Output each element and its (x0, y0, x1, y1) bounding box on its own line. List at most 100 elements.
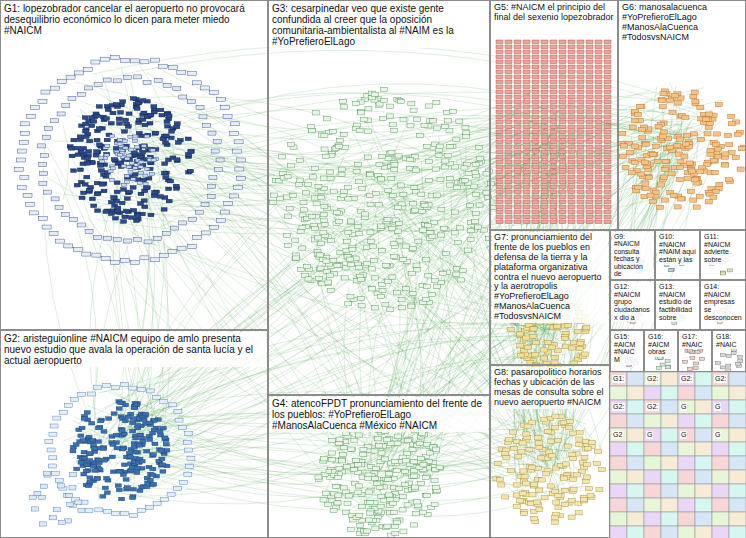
vertex (152, 132, 158, 136)
vertex (434, 193, 441, 197)
vertex (309, 129, 316, 133)
edge-line (155, 85, 531, 453)
vertex (305, 277, 312, 281)
vertex (82, 183, 88, 187)
vertex-cluster (30, 471, 85, 526)
vertex (48, 464, 56, 468)
edge-line (390, 119, 682, 208)
vertex (443, 110, 450, 114)
vertex (168, 403, 176, 407)
vertex (95, 508, 103, 512)
vertex (174, 409, 182, 413)
vertex (161, 208, 167, 212)
vertex (483, 191, 490, 195)
vertex (130, 260, 139, 264)
vertex (123, 239, 131, 243)
vertex (21, 122, 30, 126)
vertex (425, 274, 432, 278)
vertex (330, 258, 337, 262)
vertex (71, 138, 77, 142)
edge-line (97, 141, 698, 234)
edge-line (431, 97, 538, 144)
vertex (39, 163, 47, 167)
vertex (285, 243, 292, 247)
vertex (541, 45, 548, 49)
vertex (315, 236, 322, 240)
edge-line (95, 80, 546, 463)
vertex (550, 55, 557, 59)
vertex (154, 236, 162, 240)
vertex (163, 442, 169, 446)
vertex (150, 58, 159, 62)
vertex (86, 452, 92, 456)
vertex (80, 439, 86, 443)
vertex (51, 197, 59, 201)
edge-line (359, 115, 410, 432)
vertex (134, 471, 140, 475)
vertex (365, 490, 372, 494)
vertex (20, 131, 29, 135)
vertex (49, 432, 57, 436)
vertex (125, 180, 130, 183)
vertex (133, 219, 139, 223)
vertex (344, 185, 351, 189)
vertex (110, 260, 119, 264)
vertex (83, 129, 89, 133)
vertex (119, 201, 125, 205)
vertex (505, 50, 512, 54)
vertex (339, 453, 346, 457)
vertex (40, 484, 47, 488)
vertex (270, 201, 277, 205)
vertex (496, 40, 503, 44)
vertex (559, 50, 566, 54)
edge-line (132, 131, 532, 422)
vertex (104, 476, 110, 480)
vertex (84, 463, 90, 467)
vertex (292, 238, 299, 242)
vertex (408, 304, 415, 308)
vertex (488, 182, 495, 186)
vertex (341, 189, 348, 193)
vertex (121, 165, 126, 168)
vertex (91, 204, 97, 208)
vertex (75, 500, 82, 504)
vertex (38, 216, 47, 220)
vertex (118, 401, 124, 405)
edge-line (124, 92, 708, 151)
vertex (453, 272, 460, 276)
vertex (345, 302, 352, 306)
vertex (116, 407, 122, 411)
vertex (119, 497, 125, 501)
vertex (389, 123, 396, 127)
vertex (94, 385, 102, 389)
vertex (410, 108, 417, 112)
vertex (127, 165, 132, 168)
vertex (85, 86, 93, 90)
vertex (360, 448, 367, 452)
vertex (184, 448, 192, 452)
vertex (221, 106, 230, 110)
vertex (209, 91, 218, 95)
edge-line (368, 256, 402, 482)
vertex (467, 237, 474, 241)
vertex (395, 154, 402, 158)
vertex (234, 140, 243, 144)
vertex (379, 116, 386, 120)
vertex (308, 128, 315, 132)
edge-line (158, 423, 573, 507)
vertex (435, 153, 442, 157)
vertex (81, 472, 87, 476)
vertex (399, 508, 406, 512)
vertex (360, 117, 367, 121)
vertex (130, 514, 138, 518)
vertex (142, 205, 148, 209)
vertex (137, 433, 143, 437)
edge-line (358, 110, 690, 429)
vertex (122, 130, 128, 134)
vertex (586, 55, 593, 59)
vertex (541, 50, 548, 54)
vertex (317, 241, 324, 245)
vertex (476, 145, 483, 149)
vertex (496, 50, 503, 54)
vertex (514, 40, 521, 44)
